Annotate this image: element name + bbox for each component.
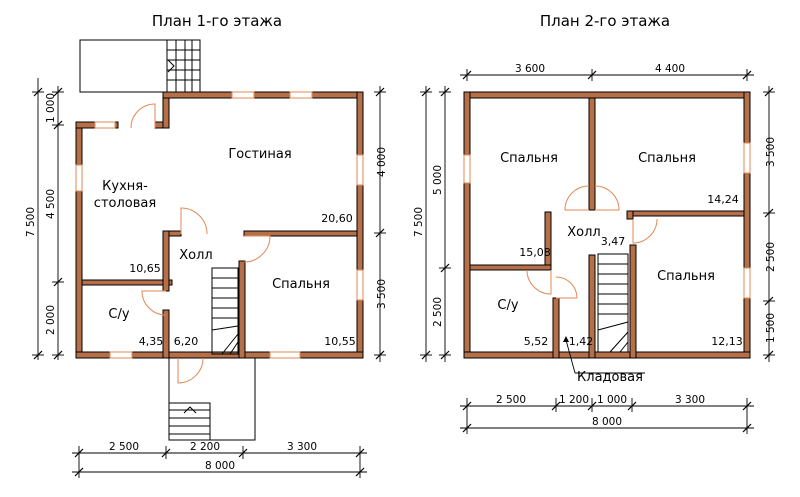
porch-arrow-icon [183,406,197,414]
floor2-dims-right: 3 500 2 500 1 500 [763,86,777,362]
dim-3600: 3 600 [515,63,545,75]
storage-leader-line [565,339,576,374]
dim-8000: 8 000 [205,460,235,472]
window [356,269,364,301]
door [564,185,590,211]
floor2-dims-left: 5 000 2 500 7 500 [413,86,451,362]
door [180,207,208,235]
area-bedroom-br: 12,13 [711,335,743,348]
window [289,91,313,99]
dim-2500: 2 500 [432,297,444,327]
dim-2500-bottom: 2 500 [496,394,526,406]
dim-2200: 2 200 [190,441,220,453]
room-storage: Кладовая [577,370,643,385]
window [743,142,751,174]
floor1-staircase [211,267,239,355]
door [177,357,204,384]
area-bath: 5,52 [524,335,549,348]
door [555,276,578,299]
door [594,185,620,211]
dim-1000: 1 000 [45,93,57,123]
area-bath: 4,35 [139,335,164,348]
floor2-doors [526,185,658,299]
area-kitchen: 10,65 [129,262,161,275]
door [141,290,167,316]
floor2-title: План 2-го этажа [540,12,670,30]
floor1-walls [75,91,364,359]
area-hall: 6,20 [174,335,199,348]
arrow-icon [563,336,569,342]
area-bedroom: 10,55 [324,335,356,348]
room-living: Гостиная [228,147,291,162]
floor1-porch-bottom [168,358,256,441]
window [356,154,364,186]
room-bedroom-tr: Спальня [638,151,696,166]
room-bath: С/у [108,307,129,322]
dim-8000-bottom: 8 000 [592,416,622,428]
floor2-dims-top: 3 600 4 400 [460,63,754,81]
door [243,235,271,263]
floor2-plan: План 2-го этажа [413,12,777,434]
room-hall: Холл [567,225,600,240]
dim-5000: 5 000 [432,165,444,195]
floor2-walls [463,91,751,359]
floor2-staircase [597,253,629,353]
room-bedroom: Спальня [272,277,330,292]
area-hall: 3,47 [601,235,626,248]
window [75,164,83,192]
door [632,218,658,244]
room-bath: С/у [497,298,518,313]
dim-3500: 3 500 [376,279,388,309]
porch-arrow-icon [167,59,175,73]
area-storage: 1,42 [569,335,594,348]
dim-1200: 1 200 [559,394,589,406]
window [463,154,471,184]
floor1-windows [75,91,364,359]
dim-1500: 1 500 [765,313,777,343]
room-bedroom-br: Спальня [657,269,715,284]
dim-4000: 4 000 [376,147,388,177]
area-bedroom-tr: 14,24 [707,193,739,206]
room-kitchen-line2: столовая [94,196,156,211]
dim-7500: 7 500 [413,207,425,237]
dim-4500: 4 500 [45,189,57,219]
floor1-dims-left: 1 000 4 500 2 000 7 500 [25,78,64,360]
floor1-plan: План 1-го этажа [25,12,388,478]
dim-2500-right: 2 500 [765,242,777,272]
dim-4400: 4 400 [655,63,685,75]
floor1-doors [130,103,271,384]
floor1-title: План 1-го этажа [152,12,282,30]
window [94,121,116,129]
floor2-windows [463,142,751,299]
dim-7500: 7 500 [25,207,37,237]
floor2-dims-bottom: 2 500 1 200 1 000 3 300 8 000 [460,394,754,434]
floor1-porch-top [79,39,201,93]
dim-2000: 2 000 [45,305,57,335]
window [743,267,751,299]
porch-outline [79,39,201,93]
room-kitchen-line1: Кухня- [102,179,148,194]
dim-3300-bottom: 3 300 [675,394,705,406]
dim-3500: 3 500 [765,137,777,167]
floor1-dims-bottom: 2 500 2 200 3 300 8 000 [72,441,367,478]
door [526,269,552,295]
dim-2500: 2 500 [109,441,139,453]
room-hall: Холл [179,248,212,263]
area-living: 20,60 [321,212,353,225]
window [269,351,301,359]
door [130,103,156,129]
window [109,351,133,359]
room-bedroom-tl: Спальня [500,151,558,166]
dim-1000-bottom: 1 000 [597,394,627,406]
floor1-dims-right: 4 000 3 500 [374,86,388,362]
dim-3300: 3 300 [287,441,317,453]
window [231,91,255,99]
area-bedroom-tl: 15,08 [519,246,551,259]
